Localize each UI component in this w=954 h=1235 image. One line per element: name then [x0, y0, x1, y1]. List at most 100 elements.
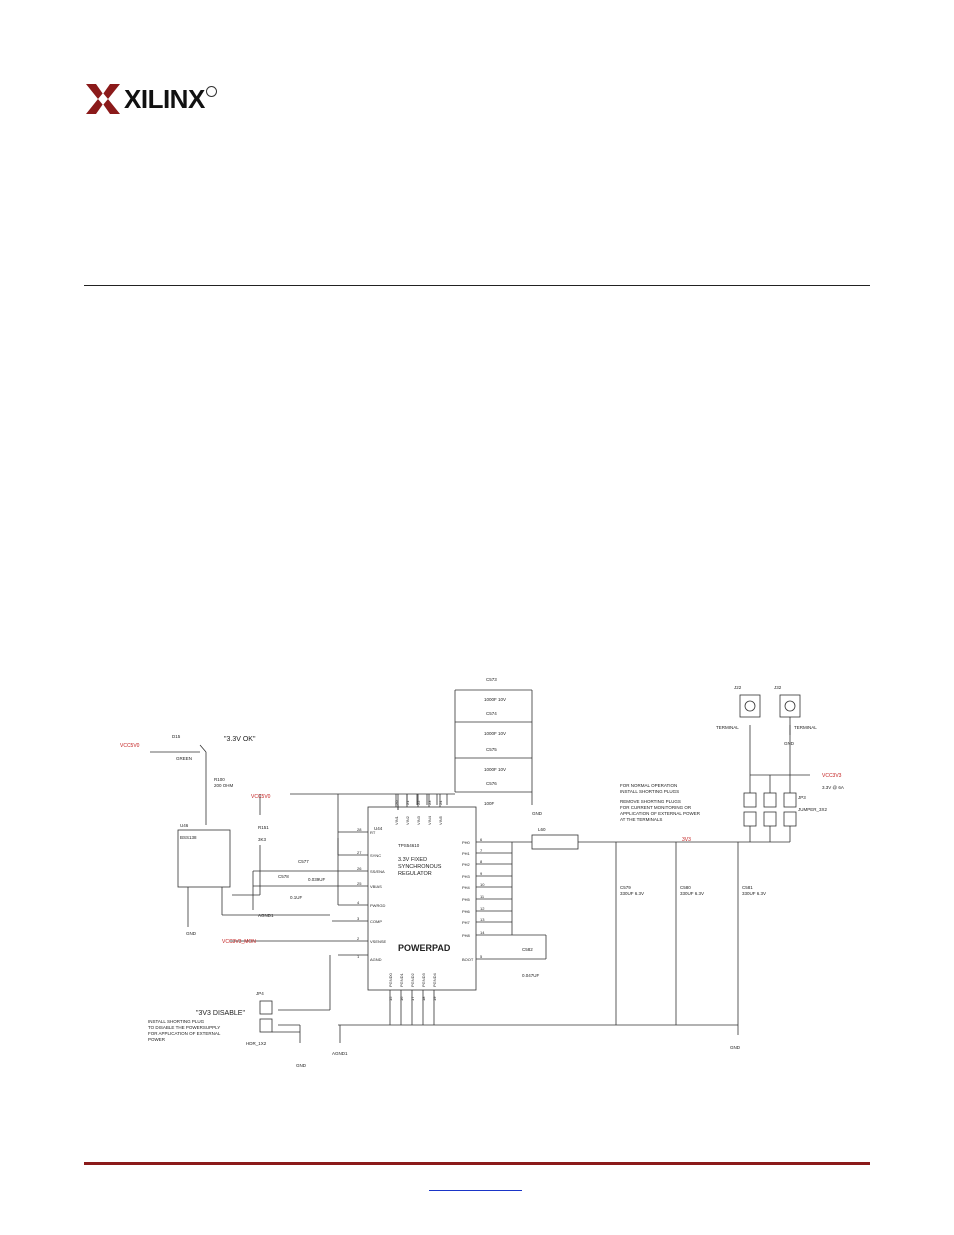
- power-supply-schematic: VCC5V0 VCC5V0 VCC3V3_MON 3V3 VCC3V3 "3.3…: [110, 665, 850, 1075]
- xilinx-logo: XILINX: [84, 80, 224, 120]
- c577-value: 0.039UF: [308, 877, 326, 882]
- ic-pin-num-bottom: 19: [432, 996, 437, 1001]
- c573-value: 1000F 10V: [484, 697, 506, 702]
- u46-part: BSS138: [180, 835, 197, 840]
- c574-value: 1000F 10V: [484, 731, 506, 736]
- ic-pin-num-left: 3: [357, 916, 360, 921]
- gnd-caps: GND: [532, 811, 543, 816]
- c582-value: 0.047UF: [522, 973, 540, 978]
- ic-pin-name-left: RT: [370, 830, 376, 835]
- disable-note-line3: FOR APPLICATION OF EXTERNAL: [148, 1031, 221, 1036]
- net-vcc5v0-left: VCC5V0: [120, 743, 140, 749]
- jp3-part: JUMPER_3X2: [798, 807, 828, 812]
- ic-pin-name-left: SYNC: [370, 853, 381, 858]
- ic-pin-num-right: 7: [480, 848, 483, 853]
- ic-pin-num-left: 4: [357, 900, 360, 905]
- l60-ref: L60: [538, 827, 546, 832]
- ic-pin-name-left: PWRGD: [370, 903, 385, 908]
- ic-pin-name-top: VIN1: [394, 815, 399, 825]
- c579-value: 330UF 6.3V: [620, 891, 644, 896]
- c575-value: 1000F 10V: [484, 767, 506, 772]
- normal-op-line1: FOR NORMAL OPERATION: [620, 783, 677, 788]
- ic-pin-name-top: VIN3: [416, 815, 421, 825]
- ic-pin-num-right: 5: [480, 954, 483, 959]
- ic-pin-name-right: PH6: [462, 909, 471, 914]
- ic-powerpad: POWERPAD: [398, 943, 451, 953]
- ic-pin-num-right: 12: [480, 906, 485, 911]
- c574-ref: C574: [486, 711, 497, 716]
- c576-value: 100F: [484, 801, 495, 806]
- ic-pin-name-right: PH7: [462, 920, 471, 925]
- c573-ref: C573: [486, 677, 497, 682]
- c580-value: 330UF 6.3V: [680, 891, 704, 896]
- r100-ref: R100: [214, 777, 225, 782]
- agnd1-bottom: AGND1: [332, 1051, 348, 1056]
- ic-pin-num-left: 28: [357, 827, 362, 832]
- net-vcc3v3-mon: VCC3V3_MON: [222, 939, 256, 945]
- ic-pin-num-bottom: 17: [410, 996, 415, 1001]
- ic-pin-num-right: 14: [480, 930, 485, 935]
- ic-pin-name-left: VSENSE: [370, 939, 387, 944]
- ic-pin-num-right: 10: [480, 882, 485, 887]
- ic-pin-num-bottom: 16: [399, 996, 404, 1001]
- note-3v3-ok: "3.3V OK": [224, 736, 256, 743]
- registered-mark: [206, 86, 217, 97]
- ic-pin-num-top: 20: [394, 800, 399, 805]
- ic-desc-2: SYNCHRONOUS: [398, 864, 442, 870]
- c580-ref: C580: [680, 885, 691, 890]
- remove-line4: AT THE TERMINALS: [620, 817, 662, 822]
- u46-ref: U46: [180, 823, 189, 828]
- ic-pin-name-top: VIN2: [405, 815, 410, 825]
- ic-pin-name-left: COMP: [370, 919, 382, 924]
- gnd-u46: GND: [186, 931, 197, 936]
- ic-pin-num-left: 25: [357, 881, 362, 886]
- normal-op-line2: INSTALL SHORTING PLUGS: [620, 789, 679, 794]
- ic-pin-name-bottom: PGND3: [421, 972, 426, 987]
- disable-note-line2: TO DISABLE THE POWERSUPPLY: [148, 1025, 220, 1030]
- r100-value: 200 OHM: [214, 783, 234, 788]
- d15-value: GREEN: [176, 756, 192, 761]
- ic-pin-name-top: VIN4: [427, 815, 432, 825]
- j32-ref: J32: [774, 685, 782, 690]
- ic-pin-name-right: PH4: [462, 885, 471, 890]
- disable-note-line1: INSTALL SHORTING PLUG: [148, 1019, 205, 1024]
- disable-note-line4: POWER: [148, 1037, 166, 1042]
- c581-ref: C581: [742, 885, 753, 890]
- ic-desc-3: REGULATOR: [398, 871, 432, 877]
- jp4-part: HDR_1X2: [246, 1041, 267, 1046]
- ic-pin-name-bottom: PGND0: [388, 972, 393, 987]
- gnd-output: GND: [730, 1045, 741, 1050]
- ic-pin-num-left: 26: [357, 866, 362, 871]
- agnd1-left: AGND1: [258, 913, 274, 918]
- c578-value: 0.1UF: [290, 895, 303, 900]
- r151-value: 3K3: [258, 837, 267, 842]
- xilinx-mark-icon: [86, 84, 120, 114]
- ic-ref: U44: [374, 826, 383, 831]
- ic-pin-name-right: PH5: [462, 897, 471, 902]
- ic-pin-name-right: PH8: [462, 933, 471, 938]
- ic-pin-num-top: 22: [416, 800, 421, 805]
- ic-pin-name-right: PH0: [462, 840, 471, 845]
- net-vcc5v0-mid: VCC5V0: [251, 794, 271, 800]
- c575-ref: C575: [486, 747, 497, 752]
- header-divider: [84, 285, 870, 286]
- jp4-ref: JP4: [256, 991, 264, 996]
- ic-pin-name-left: AGND: [370, 957, 382, 962]
- output-rating: 3.3V @ 6A: [822, 785, 844, 790]
- ic-pin-num-right: 8: [480, 859, 483, 864]
- ic-pin-num-top: 24: [438, 800, 443, 805]
- footer-link[interactable]: [429, 1190, 522, 1191]
- ic-pin-name-left: SS/ENA: [370, 869, 385, 874]
- ic-desc-1: 3.3V FIXED: [398, 857, 427, 863]
- ic-pin-num-top: 21: [405, 800, 410, 805]
- ic-part: TPS54610: [398, 843, 420, 848]
- ic-pin-num-left: 1: [357, 954, 360, 959]
- ic-pin-name-left: VBIAS: [370, 884, 382, 889]
- logo-wordmark: XILINX: [124, 84, 205, 114]
- ic-pin-num-right: 13: [480, 917, 485, 922]
- footer-divider: [84, 1162, 870, 1165]
- net-vcc3v3: VCC3V3: [822, 773, 842, 779]
- ic-pin-name-right: BOOT: [462, 957, 474, 962]
- ic-pin-num-right: 9: [480, 871, 483, 876]
- d15-ref: D15: [172, 734, 181, 739]
